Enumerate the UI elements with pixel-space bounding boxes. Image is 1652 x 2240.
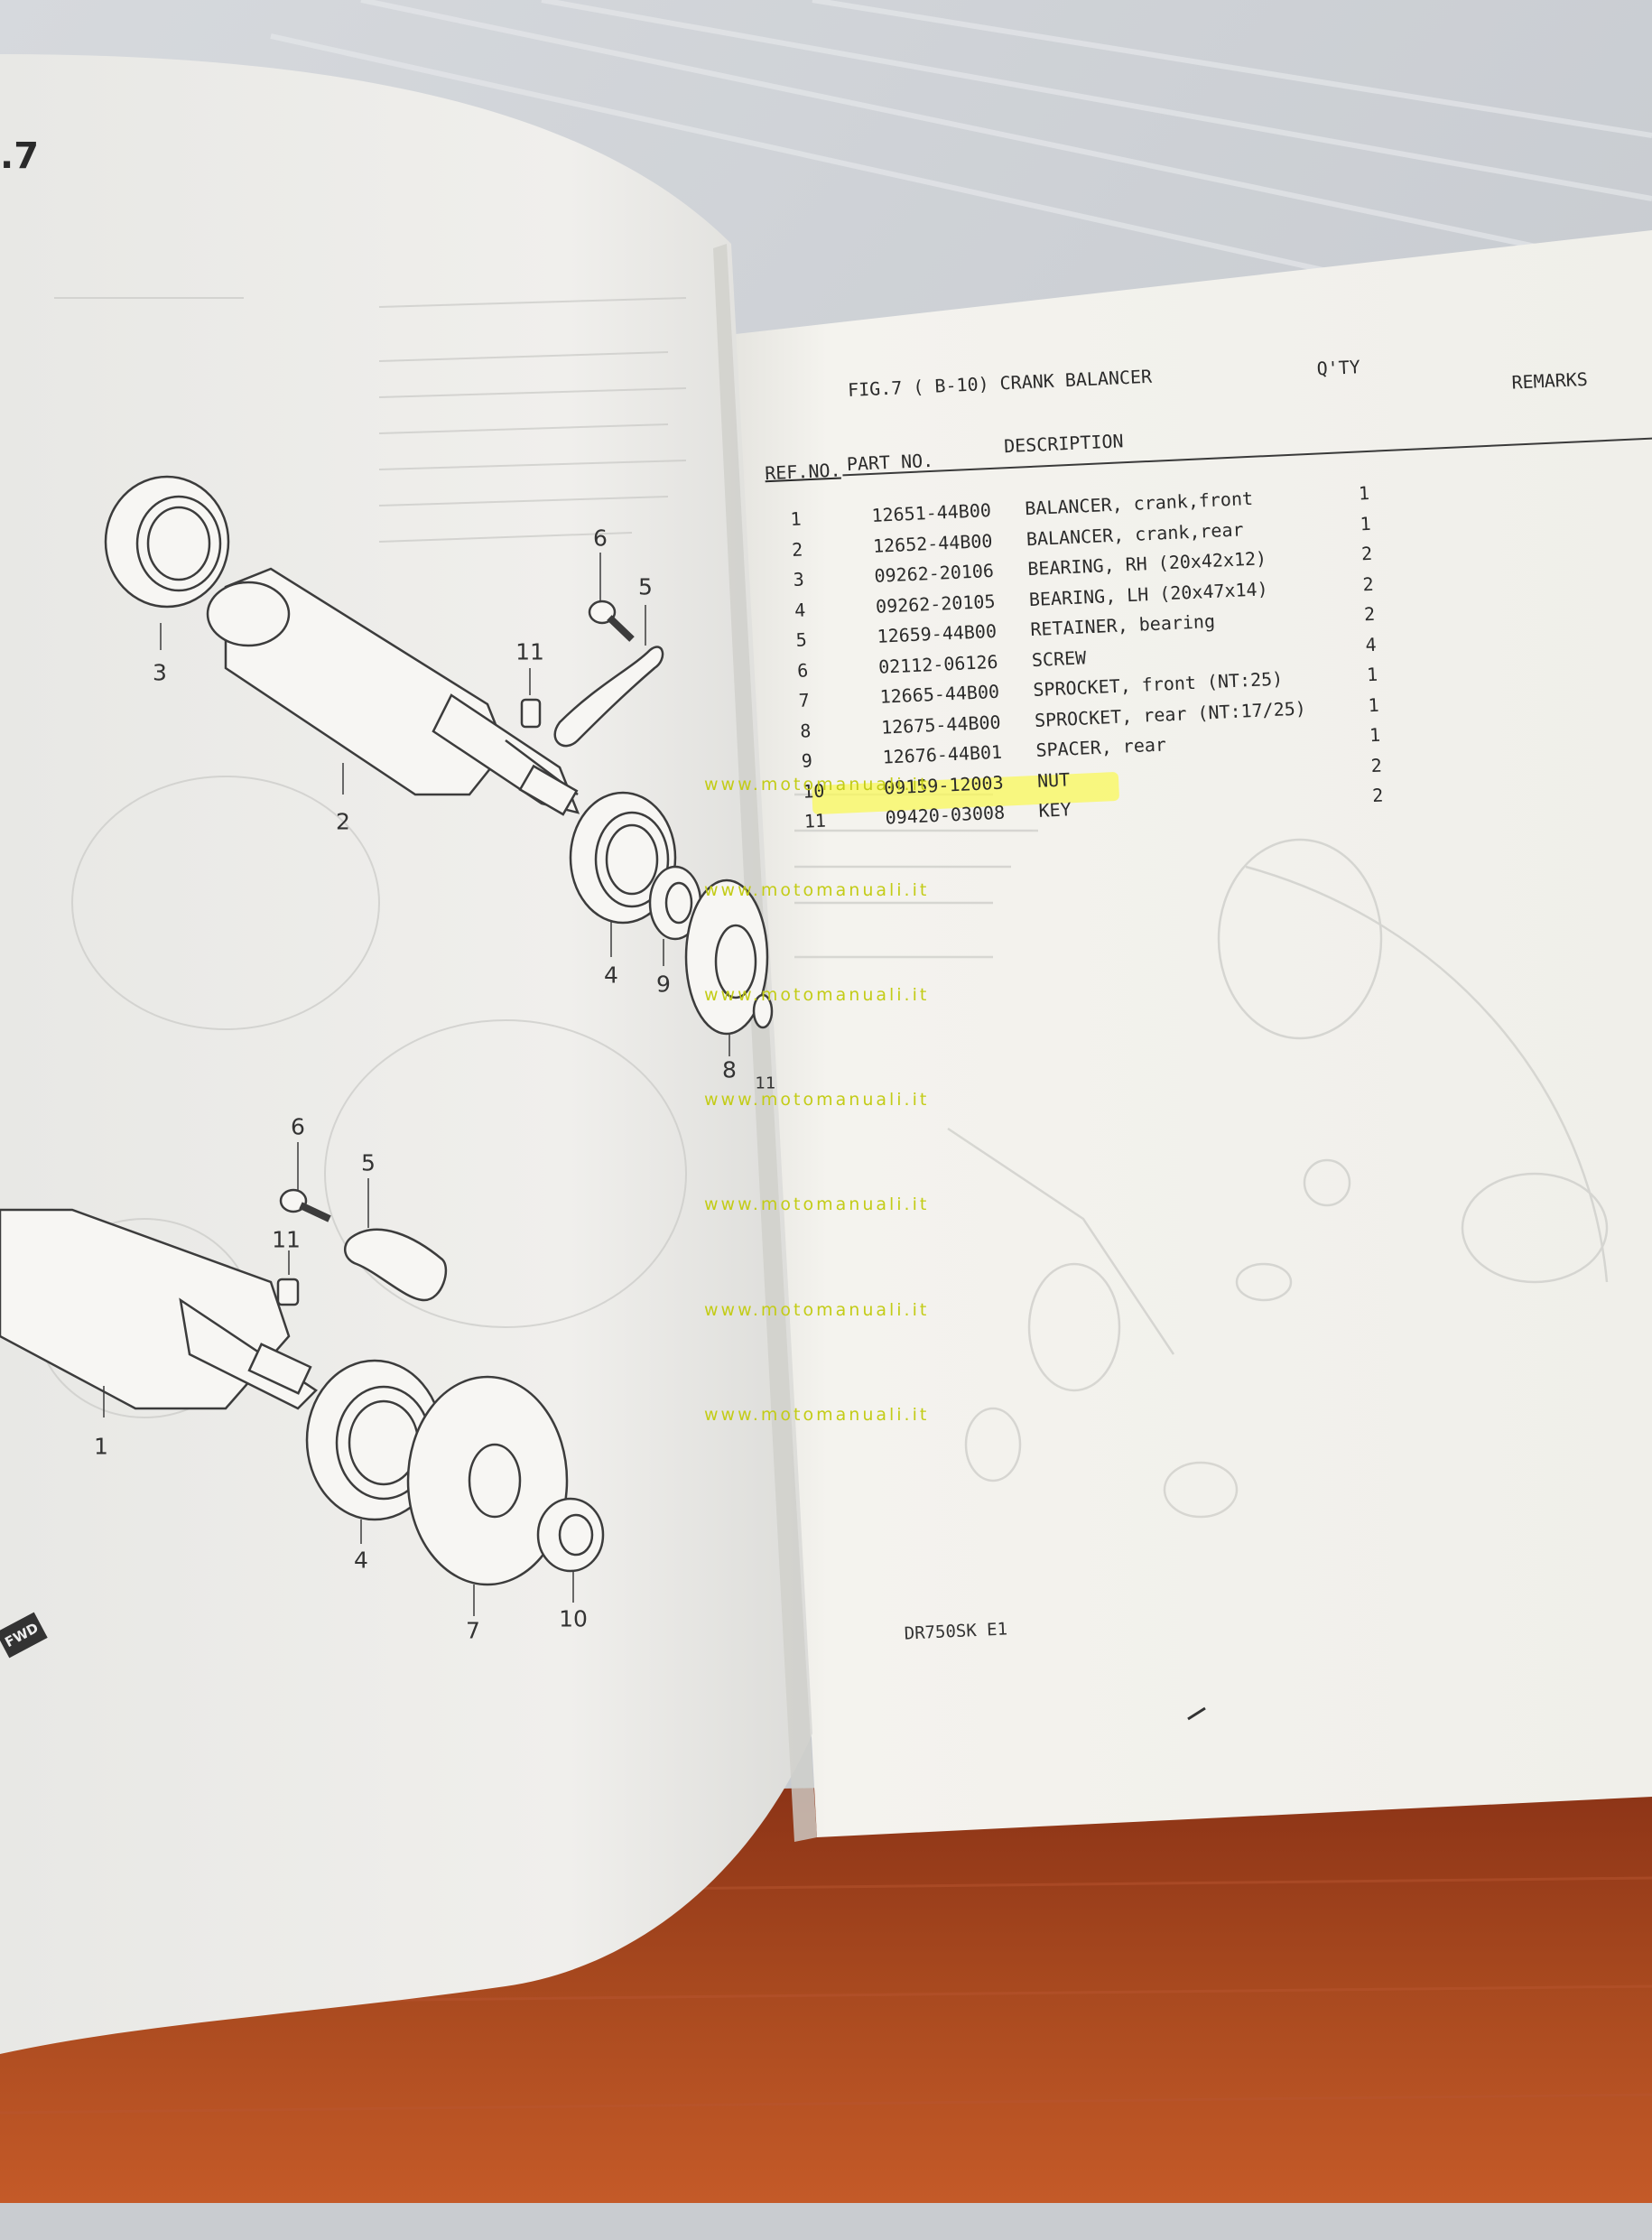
callout-label: 4 xyxy=(354,1547,368,1574)
qty-cell: 4 xyxy=(1365,633,1378,655)
watermark: www.motomanuali.it xyxy=(704,1194,930,1214)
figure-title: FIG.7 ( B-10) CRANK BALANCER xyxy=(847,365,1153,402)
description-cell: BALANCER, crank,rear xyxy=(1026,517,1244,550)
description-cell: SCREW xyxy=(1031,646,1087,671)
qty-cell: 2 xyxy=(1370,754,1383,776)
qty-cell: 1 xyxy=(1366,663,1378,686)
table-row: 5 12659-44B00 RETAINER, bearing 2 xyxy=(0,0,1633,651)
table-row: 7 12665-44B00 SPROCKET, front (NT:25) 1 xyxy=(0,0,1633,711)
ref-no-cell: 2 xyxy=(791,537,803,561)
part-no-cell: 02112-06126 xyxy=(877,650,998,678)
description-cell: BEARING, RH (20x42x12) xyxy=(1026,547,1267,581)
callout-label: 9 xyxy=(656,971,671,998)
callout-label: 5 xyxy=(361,1149,376,1176)
table-row: 9 12676-44B01 SPACER, rear 1 xyxy=(0,0,1633,772)
remarks-header: REMARKS xyxy=(1511,367,1589,394)
callout-label: 5 xyxy=(638,573,653,600)
table-row: 1 12651-44B00 BALANCER, crank,front 1 xyxy=(0,0,1633,530)
description-cell: RETAINER, bearing xyxy=(1029,609,1216,641)
table-row: 4 09262-20105 BEARING, LH (20x47x14) 2 xyxy=(0,0,1633,620)
callout-label: 1 xyxy=(94,1433,108,1460)
ref-header: REF.NO. xyxy=(764,459,842,485)
ref-no-cell: 1 xyxy=(790,507,803,531)
description-cell: SPROCKET, rear (NT:17/25) xyxy=(1034,696,1307,731)
table-row: 6 02112-06126 SCREW 4 xyxy=(0,0,1633,681)
callout-label: 2 xyxy=(336,808,350,835)
description-header: DESCRIPTION xyxy=(1003,430,1125,458)
ref-no-cell: 8 xyxy=(799,719,812,742)
watermark: www.motomanuali.it xyxy=(704,1300,930,1320)
document-code: DR750SK E1 xyxy=(904,1619,1008,1644)
left-page-figure-tag: .7 xyxy=(0,135,40,177)
description-cell: KEY xyxy=(1037,798,1072,822)
part-no-cell: 12652-44B00 xyxy=(872,529,993,557)
qty-cell: 1 xyxy=(1368,693,1380,716)
watermark: www.motomanuali.it xyxy=(704,880,930,900)
callout-label: 4 xyxy=(604,962,618,989)
qty-cell: 1 xyxy=(1358,481,1370,505)
qty-cell: 2 xyxy=(1361,572,1375,595)
qty-cell: 1 xyxy=(1359,512,1372,534)
watermark: www.motomanuali.it xyxy=(704,1405,930,1425)
ref-no-cell: 3 xyxy=(793,568,805,590)
header-rule xyxy=(842,437,1652,477)
part-no-cell: 12675-44B00 xyxy=(880,711,1002,739)
ref-no-cell: 6 xyxy=(796,658,809,682)
part-no-cell: 12665-44B00 xyxy=(879,680,1000,708)
qty-header: Q'TY xyxy=(1316,356,1361,380)
description-cell: SPROCKET, front (NT:25) xyxy=(1032,667,1284,702)
part-no-cell: 09420-03008 xyxy=(885,801,1006,829)
callout-label: 8 xyxy=(722,1056,737,1083)
description-cell: BALANCER, crank,front xyxy=(1024,487,1254,520)
part-no-cell: 12651-44B00 xyxy=(870,498,992,526)
callout-label: 7 xyxy=(466,1617,480,1644)
watermark: www.motomanuali.it xyxy=(704,1090,930,1110)
part-no-cell: 09262-20105 xyxy=(875,590,996,618)
watermark: www.motomanuali.it xyxy=(704,985,930,1005)
callout-label: 11 xyxy=(755,1074,776,1093)
description-cell: BEARING, LH (20x47x14) xyxy=(1028,577,1269,610)
description-cell: NUT xyxy=(1036,767,1071,792)
ref-no-cell: 11 xyxy=(803,809,827,832)
callout-label: 10 xyxy=(559,1605,588,1632)
ref-no-cell: 9 xyxy=(801,749,813,772)
table-row: 8 12675-44B00 SPROCKET, rear (NT:17/25) 1 xyxy=(0,0,1633,741)
watermark: www.motomanuali.it xyxy=(704,775,930,795)
ref-no-cell: 5 xyxy=(795,628,808,651)
callout-label: 3 xyxy=(153,659,167,686)
callout-label: 6 xyxy=(593,525,608,552)
description-cell: SPACER, rear xyxy=(1035,733,1167,761)
part-no-cell: 12659-44B00 xyxy=(877,619,998,647)
callout-label: 11 xyxy=(272,1226,301,1253)
qty-cell: 2 xyxy=(1371,784,1384,807)
part-no-cell: 09262-20106 xyxy=(874,559,995,587)
qty-cell: 1 xyxy=(1369,723,1381,747)
qty-cell: 2 xyxy=(1360,542,1373,565)
qty-cell: 2 xyxy=(1363,602,1376,626)
callout-label: 6 xyxy=(291,1113,305,1140)
part-no-cell: 12676-44B01 xyxy=(882,740,1003,768)
table-row: 3 09262-20106 BEARING, RH (20x42x12) 2 xyxy=(0,0,1633,590)
ref-no-cell: 4 xyxy=(794,598,806,621)
table-row: 2 12652-44B00 BALANCER, crank,rear 1 xyxy=(0,0,1633,560)
callout-label: 11 xyxy=(515,638,544,665)
ref-no-cell: 7 xyxy=(798,689,811,711)
